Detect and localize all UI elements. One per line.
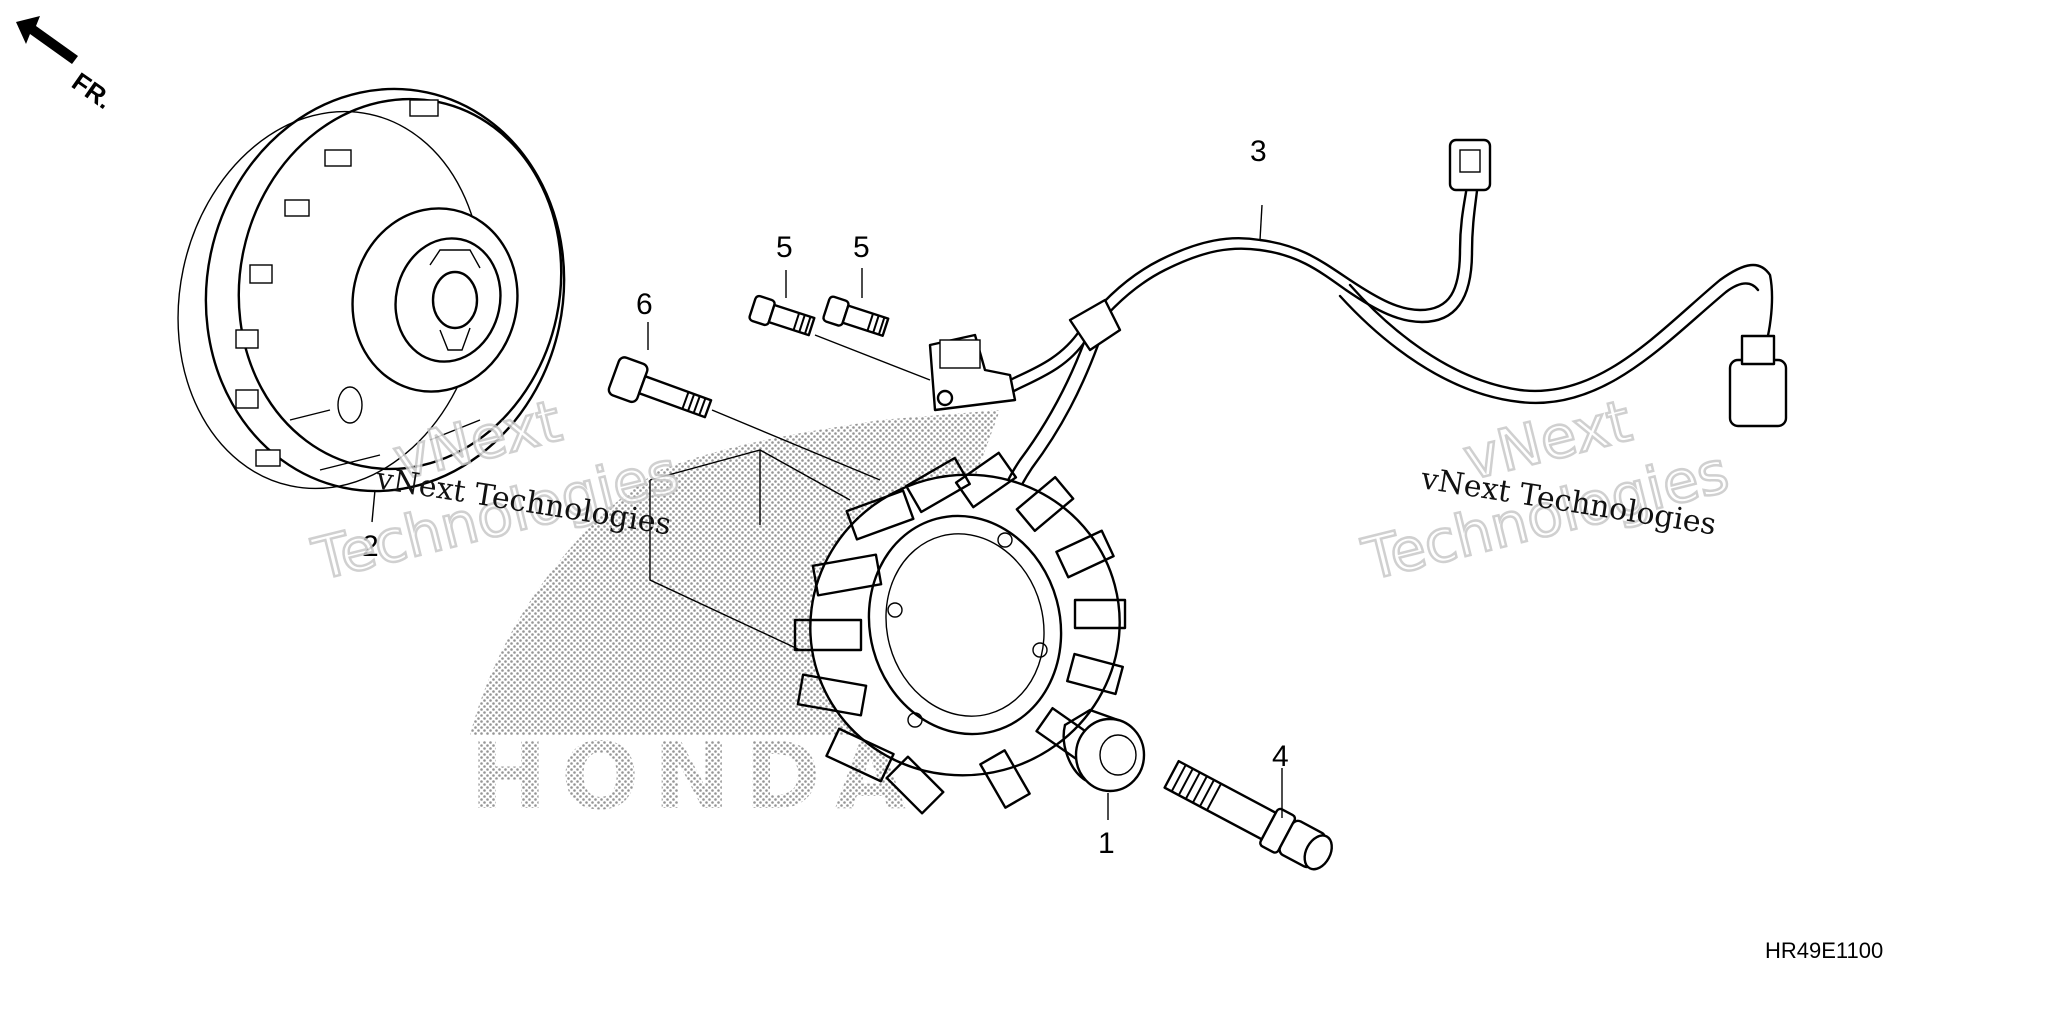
- watermark-right: vNext Technologies vNext Technologies: [1355, 385, 1736, 595]
- flange-bolt-part: [1163, 759, 1333, 871]
- stator-part: [649, 449, 1127, 815]
- long-bolt-part: [607, 322, 881, 481]
- callout-labels: 1 2 3 4 5 5 6: [362, 135, 1289, 860]
- callout-5-left: 5: [776, 231, 793, 264]
- front-direction-label: FR.: [67, 66, 119, 115]
- callout-4: 4: [1272, 740, 1289, 773]
- callout-3: 3: [1250, 135, 1267, 168]
- callout-2: 2: [362, 530, 379, 563]
- diagram-code: HR49E1100: [1765, 938, 1883, 963]
- callout-6: 6: [636, 288, 653, 321]
- small-bolt-part-b: [822, 268, 890, 337]
- callout-1: 1: [1098, 827, 1115, 860]
- front-direction-arrow: FR.: [16, 16, 118, 115]
- callout-5-right: 5: [853, 231, 870, 264]
- wire-harness-part: [928, 138, 1788, 548]
- collar-part: [1062, 708, 1146, 820]
- flywheel-part: [177, 87, 566, 523]
- honda-logo-text: HONDA: [470, 723, 920, 830]
- small-bolt-part-a: [748, 270, 931, 381]
